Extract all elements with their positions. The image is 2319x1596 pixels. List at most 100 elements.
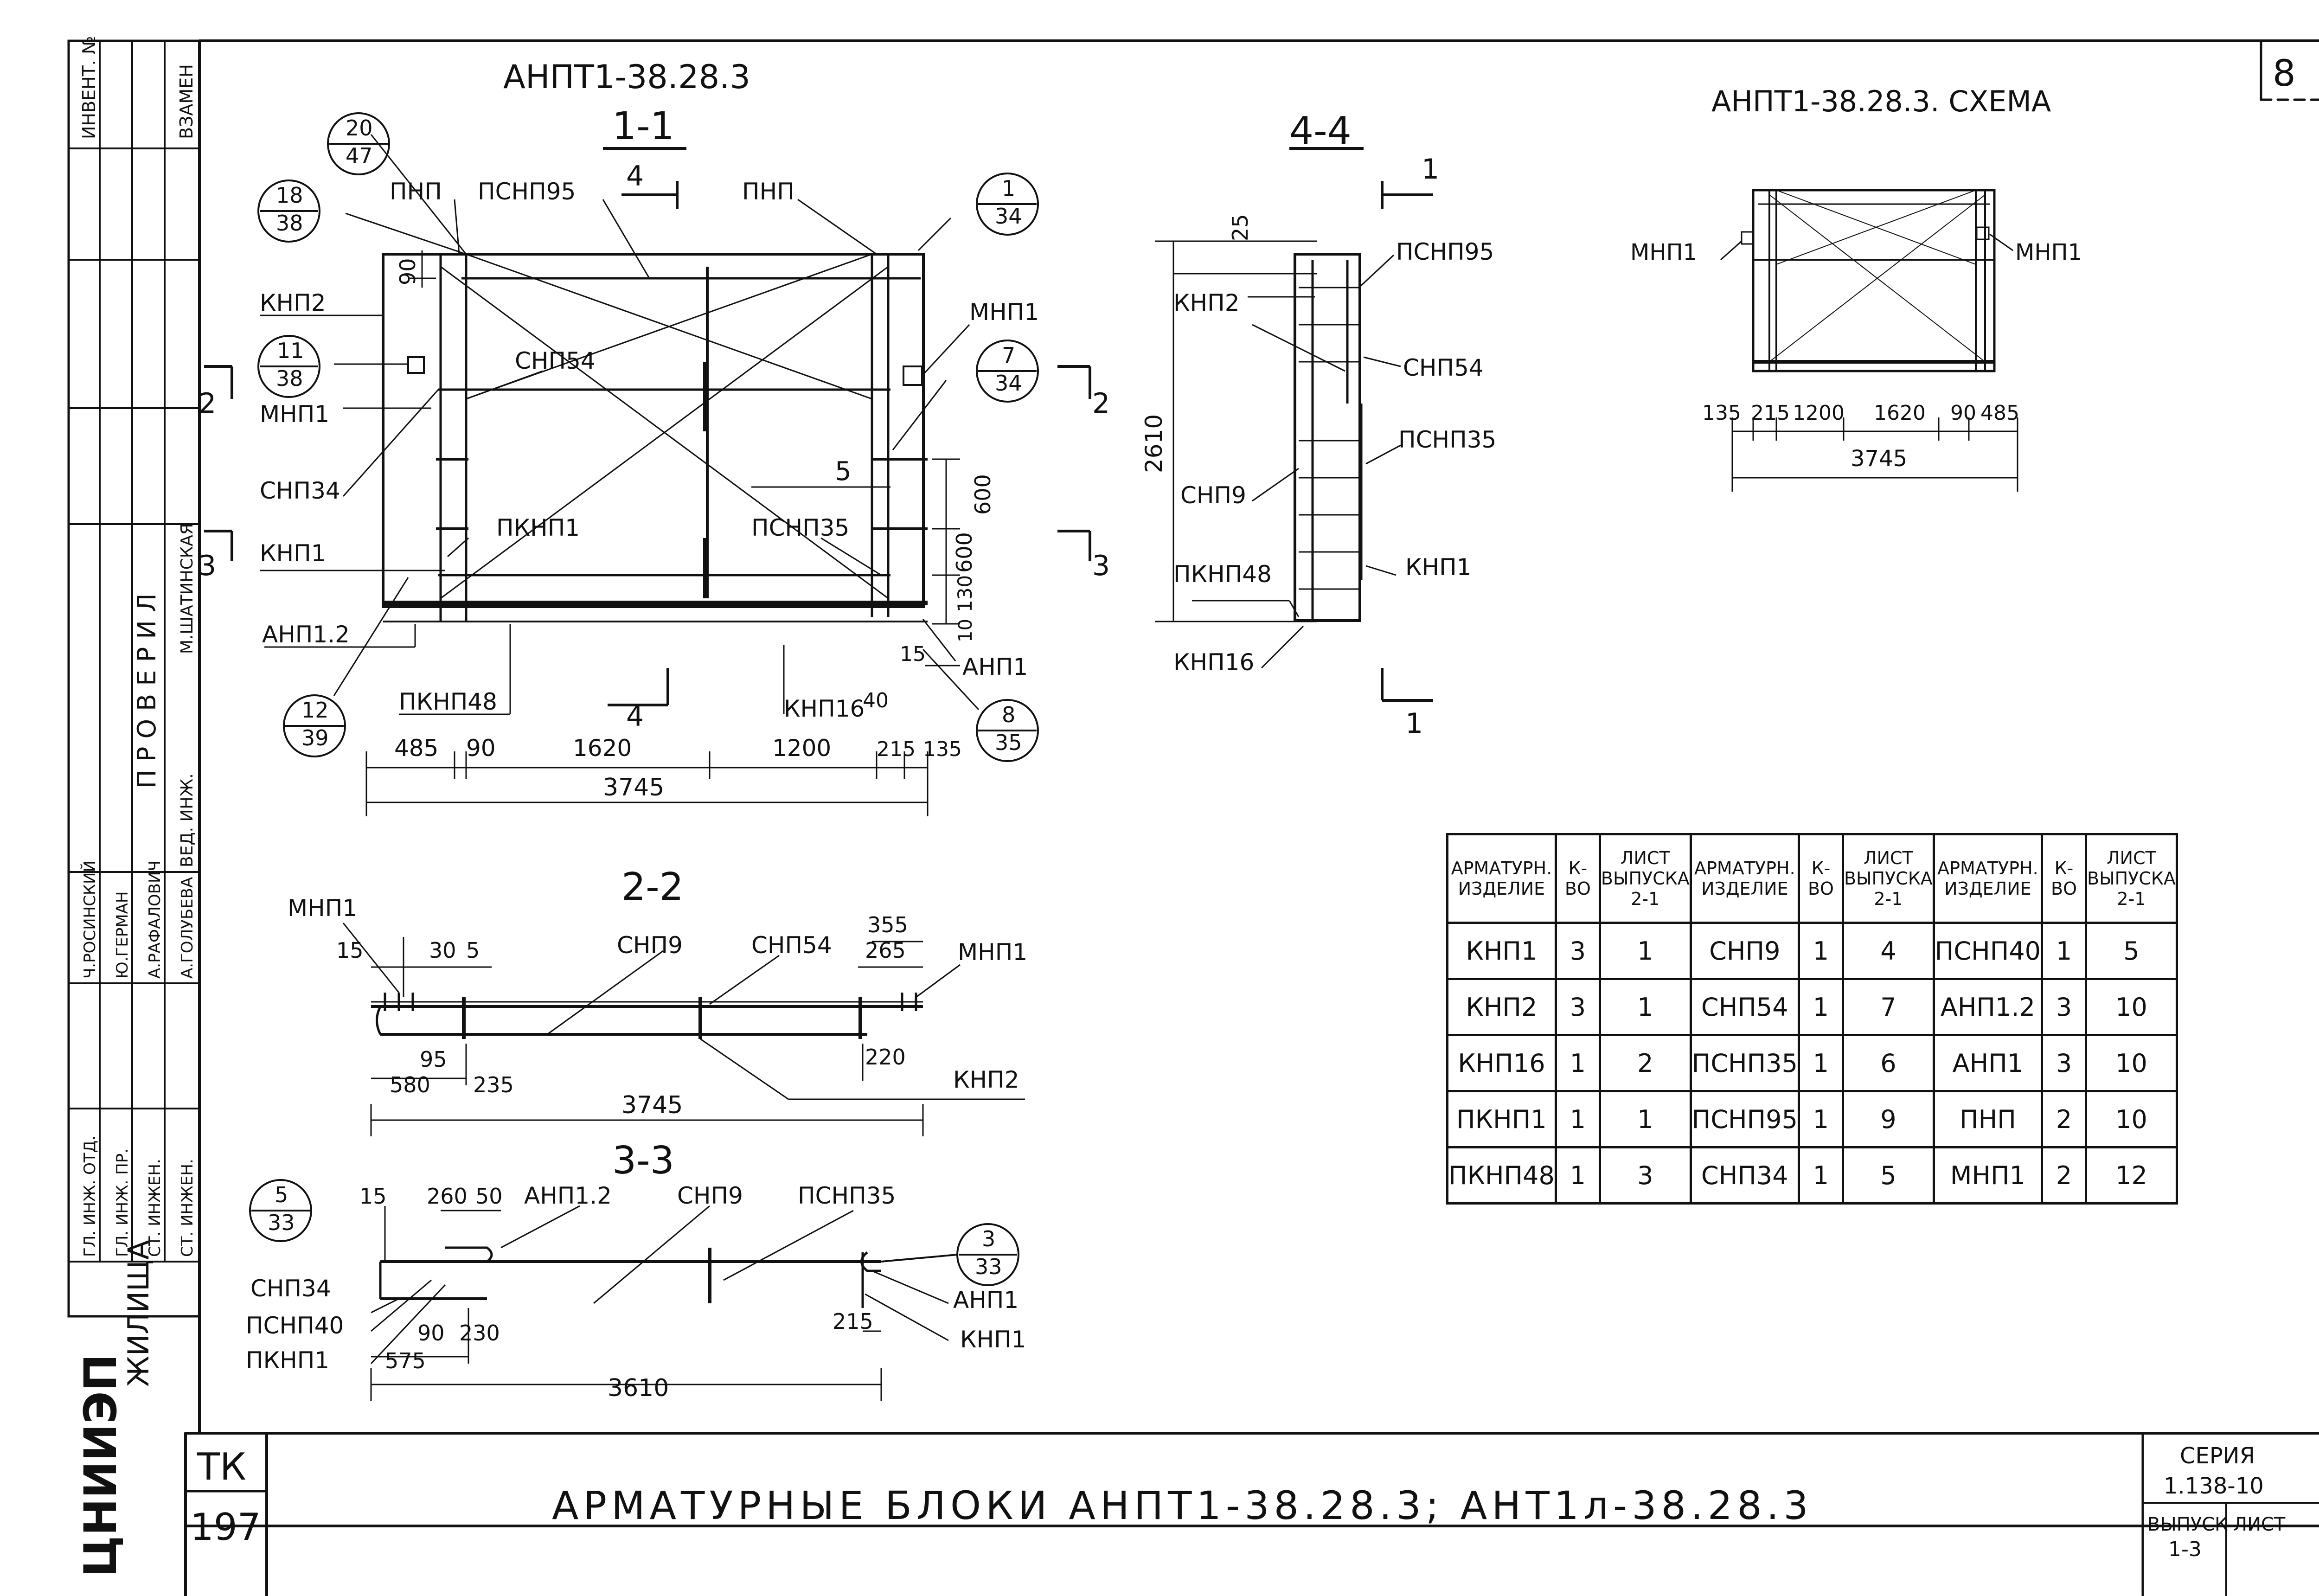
- table-cell: 3: [1554, 922, 1601, 980]
- table-cell: МНП1: [1932, 1146, 2044, 1205]
- callout-18-bottom: 38: [276, 211, 303, 236]
- scheme-dim-135: 135: [1702, 401, 1741, 425]
- spec-header-cell: ЛИСТ ВЫПУСКА 2-1: [1841, 833, 1935, 924]
- callout-33-5-bottom: 33: [268, 1210, 295, 1235]
- table-cell: 7: [1841, 978, 1935, 1036]
- table-cell: 2: [1598, 1034, 1692, 1092]
- dim-total-2-2: 3745: [621, 1091, 683, 1119]
- label-22-knp2: КНП2: [953, 1066, 1019, 1093]
- spec-header-row: АРМАТУРН. ИЗДЕЛИЕ К-ВО ЛИСТ ВЫПУСКА 2-1 …: [1446, 833, 2178, 924]
- dim-22-15: 15: [336, 938, 364, 963]
- table-cell: 1: [1598, 922, 1692, 980]
- tb-list-label: ЛИСТ: [2233, 1514, 2286, 1535]
- label-pknp1: ПКНП1: [496, 514, 580, 541]
- strip-invent: ИНВЕНТ. №: [79, 36, 99, 139]
- dim-22-355: 355: [867, 912, 908, 937]
- label-knp16: КНП16: [784, 695, 865, 722]
- label-pnp-left: ПНП: [390, 178, 442, 205]
- label-33-psnp40: ПСНП40: [246, 1312, 344, 1339]
- callout-12-bottom: 39: [301, 725, 329, 750]
- section-1-1-drawing: [204, 112, 1091, 816]
- tb-vypusk-label: ВЫПУСК: [2147, 1514, 2228, 1535]
- label-33-psnp35: ПСНП35: [798, 1182, 896, 1209]
- callout-7-bottom: 34: [995, 371, 1022, 396]
- table-cell: 5: [2085, 922, 2178, 980]
- dim-total-3-3: 3610: [608, 1374, 669, 1402]
- callout-8-bottom: 35: [995, 730, 1022, 755]
- table-cell: ПКНП48: [1446, 1146, 1557, 1205]
- section-4-4-label: 4-4: [1289, 109, 1352, 153]
- callout-11-top: 11: [277, 338, 304, 363]
- table-cell: 3: [1554, 978, 1601, 1036]
- callout-20-top: 20: [346, 115, 373, 141]
- callout-7-top: 7: [1002, 343, 1015, 368]
- label-33-knp1: КНП1: [960, 1326, 1026, 1353]
- table-cell: 1: [1797, 1146, 1844, 1205]
- table-cell: ПСНП35: [1689, 1034, 1800, 1092]
- dim-33-15: 15: [359, 1184, 387, 1209]
- table-cell: 9: [1841, 1090, 1935, 1148]
- table-cell: ПСНП95: [1689, 1090, 1800, 1148]
- spec-header-cell: К-ВО: [1554, 833, 1601, 924]
- table-cell: 6: [1841, 1034, 1935, 1092]
- label-knp1: КНП1: [260, 540, 326, 567]
- table-cell: 1: [1554, 1034, 1601, 1092]
- dim-33-230: 230: [459, 1320, 500, 1346]
- label-22-snp54: СНП54: [751, 932, 832, 959]
- label-44-pknp48: ПКНП48: [1173, 561, 1272, 588]
- scheme-dim-1620: 1620: [1874, 401, 1926, 425]
- label-33-snp34: СНП34: [250, 1275, 331, 1302]
- strip-role-2: ГЛ. ИНЖ. ПР.: [113, 1148, 132, 1257]
- label-44-knp16: КНП16: [1173, 649, 1254, 676]
- callout-20-bottom: 47: [346, 143, 373, 168]
- strip-org: ЦНИИЭП: [75, 1354, 127, 1577]
- dim-22-95: 95: [420, 1047, 447, 1072]
- table-cell: 3: [1598, 1146, 1692, 1205]
- drawing-texts: 8 АНПТ1-38.28.3 АНПТ1-38.28.3. СХЕМА 1-1…: [75, 36, 2296, 1577]
- table-cell: СНП9: [1689, 922, 1800, 980]
- section-3-3-drawing: [249, 1179, 1019, 1401]
- table-cell: 3: [2041, 1034, 2088, 1092]
- label-33-anp12: АНП1.2: [524, 1182, 612, 1209]
- cut-3-right: 3: [1092, 550, 1110, 582]
- table-cell: ПСНП40: [1932, 922, 2044, 980]
- scheme-label-mnp1-left: МНП1: [1630, 239, 1697, 265]
- section-3-3-label: 3-3: [612, 1139, 674, 1183]
- cut-44-1-bottom: 1: [1405, 707, 1423, 740]
- strip-name-2: Ю.ГЕРМАН: [113, 891, 132, 979]
- dim-130-vert: 130: [954, 575, 976, 612]
- strip-proveril-name: М.ШАТИНСКАЯ: [178, 523, 197, 654]
- cut-3-left: 3: [199, 550, 216, 582]
- callout-33-3-top: 3: [982, 1226, 995, 1251]
- dim-215: 215: [877, 737, 916, 761]
- scheme-dim-485: 485: [1980, 401, 2019, 425]
- dim-44-2610: 2610: [1140, 414, 1167, 473]
- dim-1200: 1200: [772, 735, 831, 762]
- label-22-mnp1-left: МНП1: [288, 895, 357, 922]
- table-cell: ПКНП1: [1446, 1090, 1557, 1148]
- table-cell: КНП1: [1446, 922, 1557, 980]
- dim-10-vert: 10: [955, 619, 976, 642]
- dim-40: 40: [863, 689, 889, 712]
- table-cell: 1: [1797, 1090, 1844, 1148]
- table-cell: 2: [2041, 1090, 2088, 1148]
- dim-600-upper: 600: [970, 474, 995, 515]
- strip-ved-inzh: ВЕД. ИНЖ.: [178, 773, 197, 867]
- dim-33-260: 260: [427, 1184, 468, 1209]
- strip-name-1: Ч.РОСИНСКИЙ: [80, 860, 99, 979]
- table-cell: 5: [1841, 1146, 1935, 1205]
- table-cell: 1: [1797, 1034, 1844, 1092]
- section-2-2-drawing: [342, 923, 1025, 1136]
- label-pnp-right: ПНП: [742, 178, 794, 205]
- table-cell: АНП1.2: [1932, 978, 2044, 1036]
- callout-12-top: 12: [301, 698, 329, 723]
- label-44-knp2: КНП2: [1173, 289, 1240, 316]
- dim-22-265: 265: [865, 938, 906, 963]
- spec-header-cell: К-ВО: [1797, 833, 1844, 924]
- spec-header-cell: ЛИСТ ВЫПУСКА 2-1: [2085, 833, 2178, 924]
- spec-header-cell: ЛИСТ ВЫПУСКА 2-1: [1598, 833, 1692, 924]
- table-cell: АНП1: [1932, 1034, 2044, 1092]
